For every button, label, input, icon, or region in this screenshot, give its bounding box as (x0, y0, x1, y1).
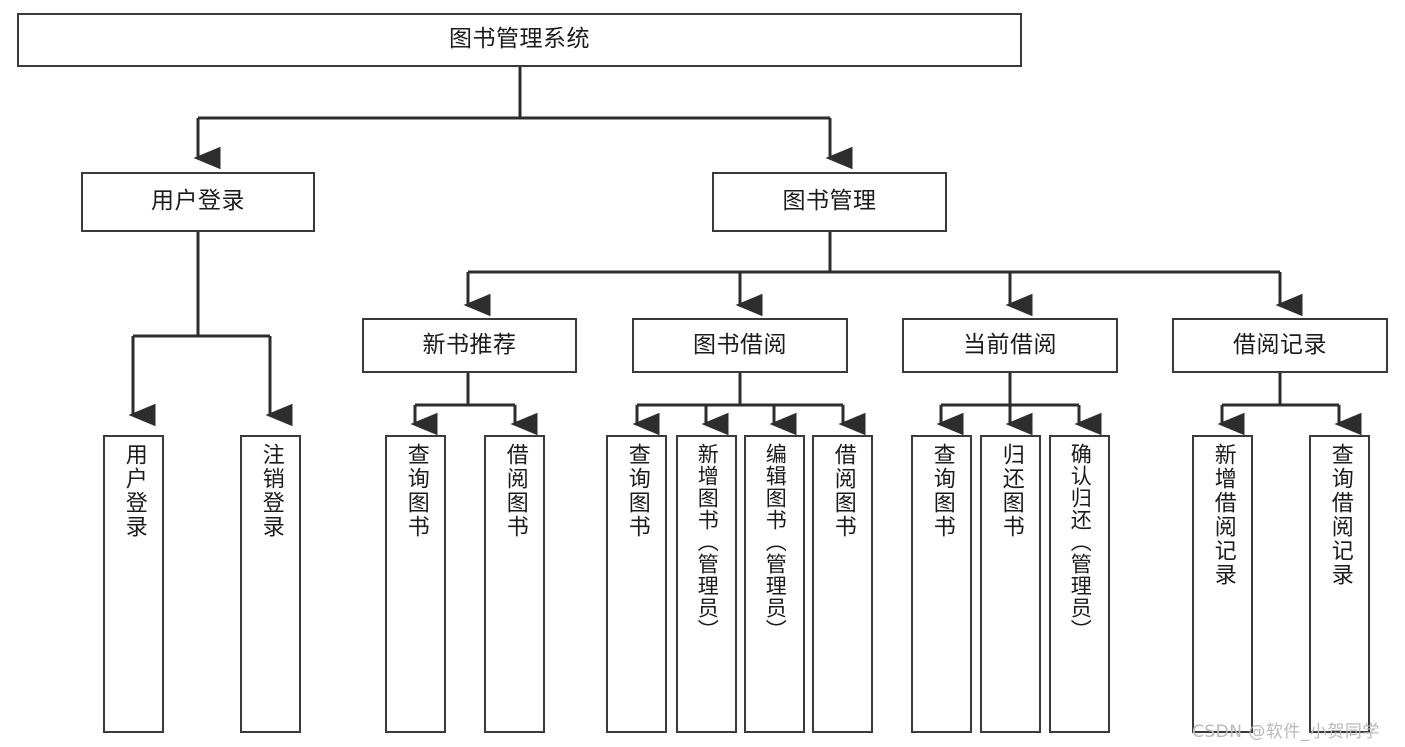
leaf-borrow-book-borrow[interactable]: 借阅图书 (812, 435, 873, 733)
node-root[interactable]: 图书管理系统 (17, 13, 1022, 67)
leaf-return-book-label: 归还图书 (998, 443, 1024, 539)
leaf-query-borrow-record-label: 查询借阅记录 (1327, 443, 1353, 587)
leaf-logout-label: 注销登录 (258, 443, 284, 539)
node-book-management-label: 图书管理 (782, 188, 877, 215)
leaf-add-borrow-record-label: 新增借阅记录 (1210, 443, 1236, 587)
node-book-borrow-label: 图书借阅 (693, 331, 787, 358)
leaf-user-login-label: 用户登录 (121, 443, 147, 539)
leaf-borrow-book-borrow-label: 借阅图书 (830, 443, 856, 539)
node-user-login-label: 用户登录 (151, 188, 245, 215)
leaf-add-borrow-record[interactable]: 新增借阅记录 (1192, 435, 1253, 733)
leaf-query-book-current-label: 查询图书 (929, 443, 955, 539)
node-borrow-record-label: 借阅记录 (1233, 331, 1327, 358)
node-user-login[interactable]: 用户登录 (81, 172, 315, 232)
node-borrow-record[interactable]: 借阅记录 (1172, 318, 1388, 373)
leaf-query-book-borrow[interactable]: 查询图书 (606, 435, 667, 733)
leaf-return-book[interactable]: 归还图书 (980, 435, 1041, 733)
node-book-management[interactable]: 图书管理 (712, 172, 947, 232)
node-new-book-recommend[interactable]: 新书推荐 (362, 318, 577, 373)
leaf-logout[interactable]: 注销登录 (240, 435, 301, 733)
leaf-add-book-admin[interactable]: 新增图书（管理员） (676, 435, 737, 733)
leaf-query-book-borrow-label: 查询图书 (624, 443, 650, 539)
node-book-borrow[interactable]: 图书借阅 (632, 318, 848, 373)
leaf-query-book-newbook[interactable]: 查询图书 (385, 435, 446, 733)
leaf-query-borrow-record[interactable]: 查询借阅记录 (1309, 435, 1370, 733)
leaf-query-book-newbook-label: 查询图书 (403, 443, 429, 539)
leaf-add-book-admin-label: 新增图书（管理员） (695, 443, 720, 641)
leaf-query-book-current[interactable]: 查询图书 (911, 435, 972, 733)
csdn-watermark: CSDN @软件_小贺同学 (1192, 722, 1380, 742)
leaf-borrow-book-newbook[interactable]: 借阅图书 (484, 435, 545, 733)
leaf-edit-book-admin-label: 编辑图书（管理员） (763, 443, 788, 641)
node-new-book-recommend-label: 新书推荐 (422, 331, 517, 358)
leaf-confirm-return-admin[interactable]: 确认归还（管理员） (1049, 435, 1110, 733)
node-root-label: 图书管理系统 (449, 26, 590, 53)
leaf-confirm-return-admin-label: 确认归还（管理员） (1068, 443, 1093, 641)
leaf-edit-book-admin[interactable]: 编辑图书（管理员） (744, 435, 805, 733)
leaf-user-login[interactable]: 用户登录 (103, 435, 164, 733)
node-current-borrow-label: 当前借阅 (963, 331, 1057, 358)
leaf-borrow-book-newbook-label: 借阅图书 (502, 443, 528, 539)
node-current-borrow[interactable]: 当前借阅 (902, 318, 1118, 373)
